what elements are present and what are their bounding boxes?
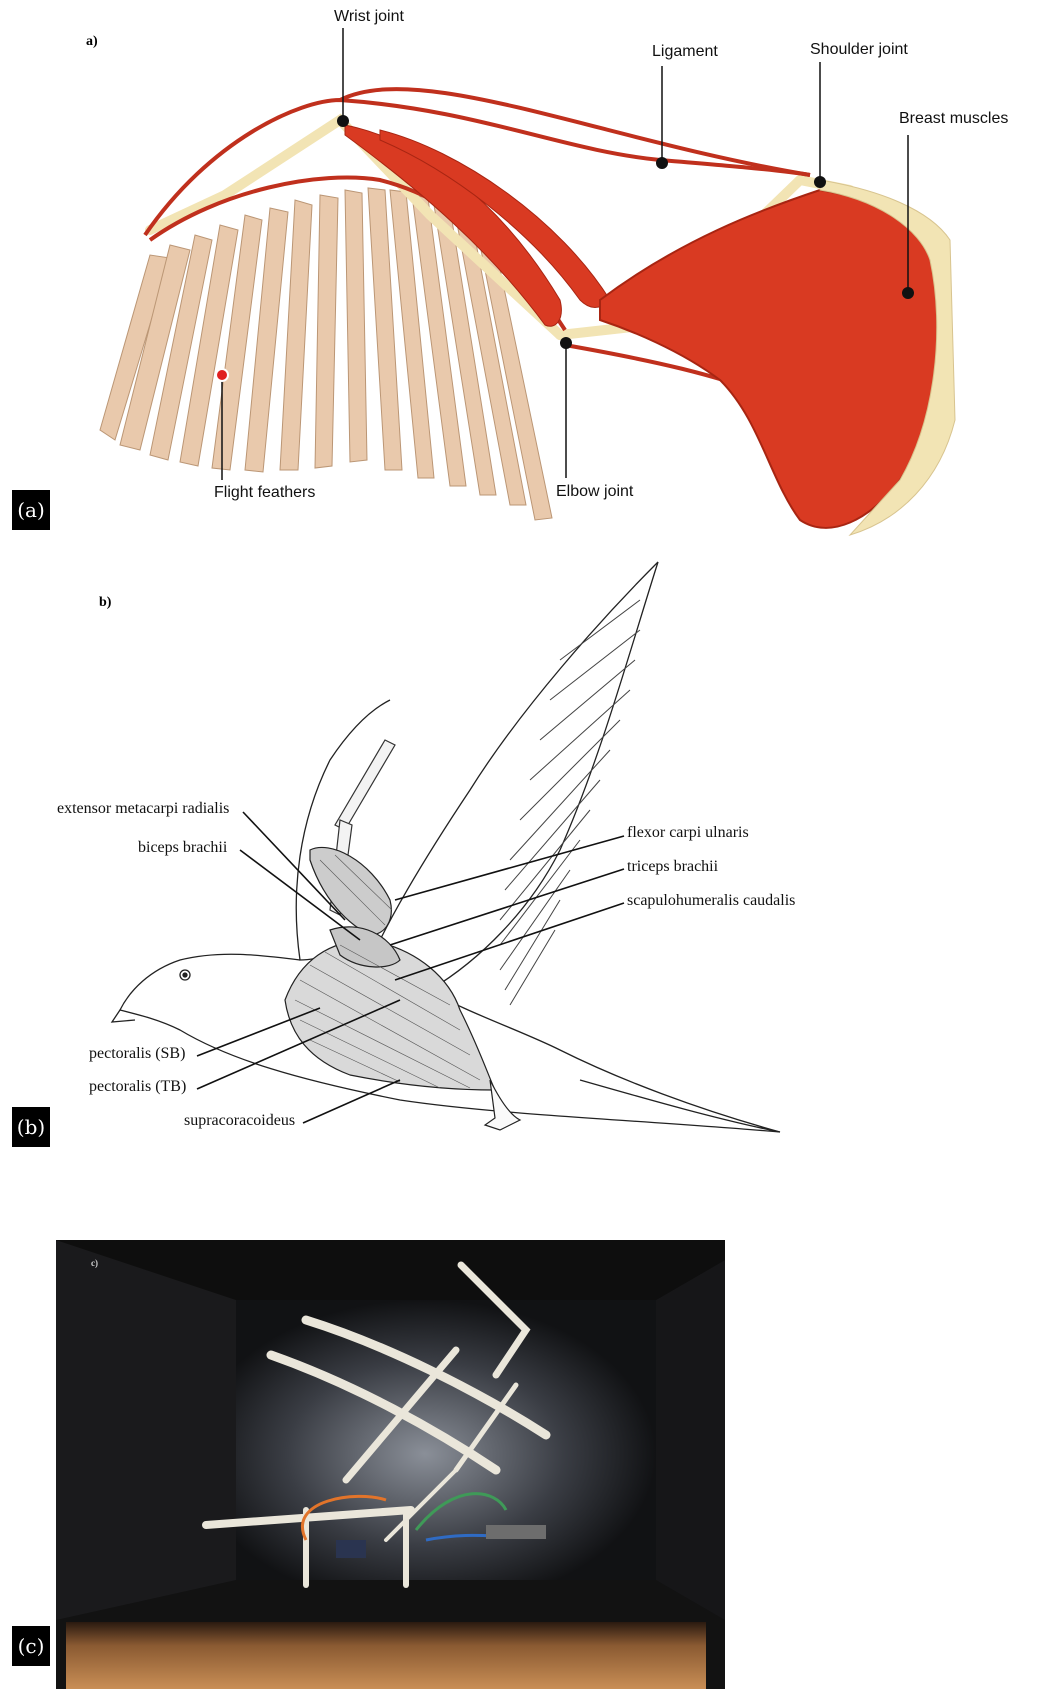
breast-muscles-marker <box>902 287 914 299</box>
flight-feathers-marker <box>216 369 228 381</box>
label-ligament: Ligament <box>652 43 718 61</box>
robot-wing-photo-drawing <box>56 1240 725 1689</box>
primary-feather-lines <box>500 600 640 1005</box>
label-breast-muscles: Breast muscles <box>899 110 1008 128</box>
label-flexor-carpi-ulnaris: flexor carpi ulnaris <box>627 824 749 842</box>
panel-b-badge: (b) <box>12 1107 50 1147</box>
label-supracoracoideus: supracoracoideus <box>184 1112 295 1130</box>
label-extensor-metacarpi-radialis: extensor metacarpi radialis <box>57 800 229 818</box>
panel-b-bird-muscles: b) extensor metacarpi radialis biceps br… <box>0 560 1063 1240</box>
label-pectoralis-sb: pectoralis (SB) <box>89 1045 185 1063</box>
label-wrist-joint: Wrist joint <box>334 8 404 26</box>
panel-b-sublabel: b) <box>99 595 111 611</box>
wooden-base <box>66 1622 706 1689</box>
label-triceps-brachii: triceps brachii <box>627 858 718 876</box>
label-biceps-brachii: biceps brachii <box>138 839 227 857</box>
label-pectoralis-tb: pectoralis (TB) <box>89 1078 186 1096</box>
label-shoulder-joint: Shoulder joint <box>810 41 908 59</box>
label-scapulohumeralis-caudalis: scapulohumeralis caudalis <box>627 892 795 910</box>
ligament-marker <box>656 157 668 169</box>
wing-anatomy-illustration <box>0 0 1063 560</box>
label-elbow-joint: Elbow joint <box>556 483 633 501</box>
label-flight-feathers: Flight feathers <box>214 484 315 502</box>
panel-a-wing-anatomy: a) Wrist joint Ligament Shoulder joint B… <box>0 0 1063 560</box>
photo-sublabel: c) <box>91 1258 98 1268</box>
panel-a-sublabel: a) <box>86 34 98 50</box>
elbow-joint-marker <box>560 337 572 349</box>
wrist-joint-marker <box>337 115 349 127</box>
bird-muscle-line-drawing <box>0 560 1063 1240</box>
panel-c-badge: (c) <box>12 1626 50 1666</box>
panel-c-robotic-wing-photo: c) (c) <box>0 1240 1063 1689</box>
panel-a-badge: (a) <box>12 490 50 530</box>
breast-muscles <box>600 190 944 528</box>
shoulder-joint-marker <box>814 176 826 188</box>
robot-wing-photo: c) <box>56 1240 725 1689</box>
